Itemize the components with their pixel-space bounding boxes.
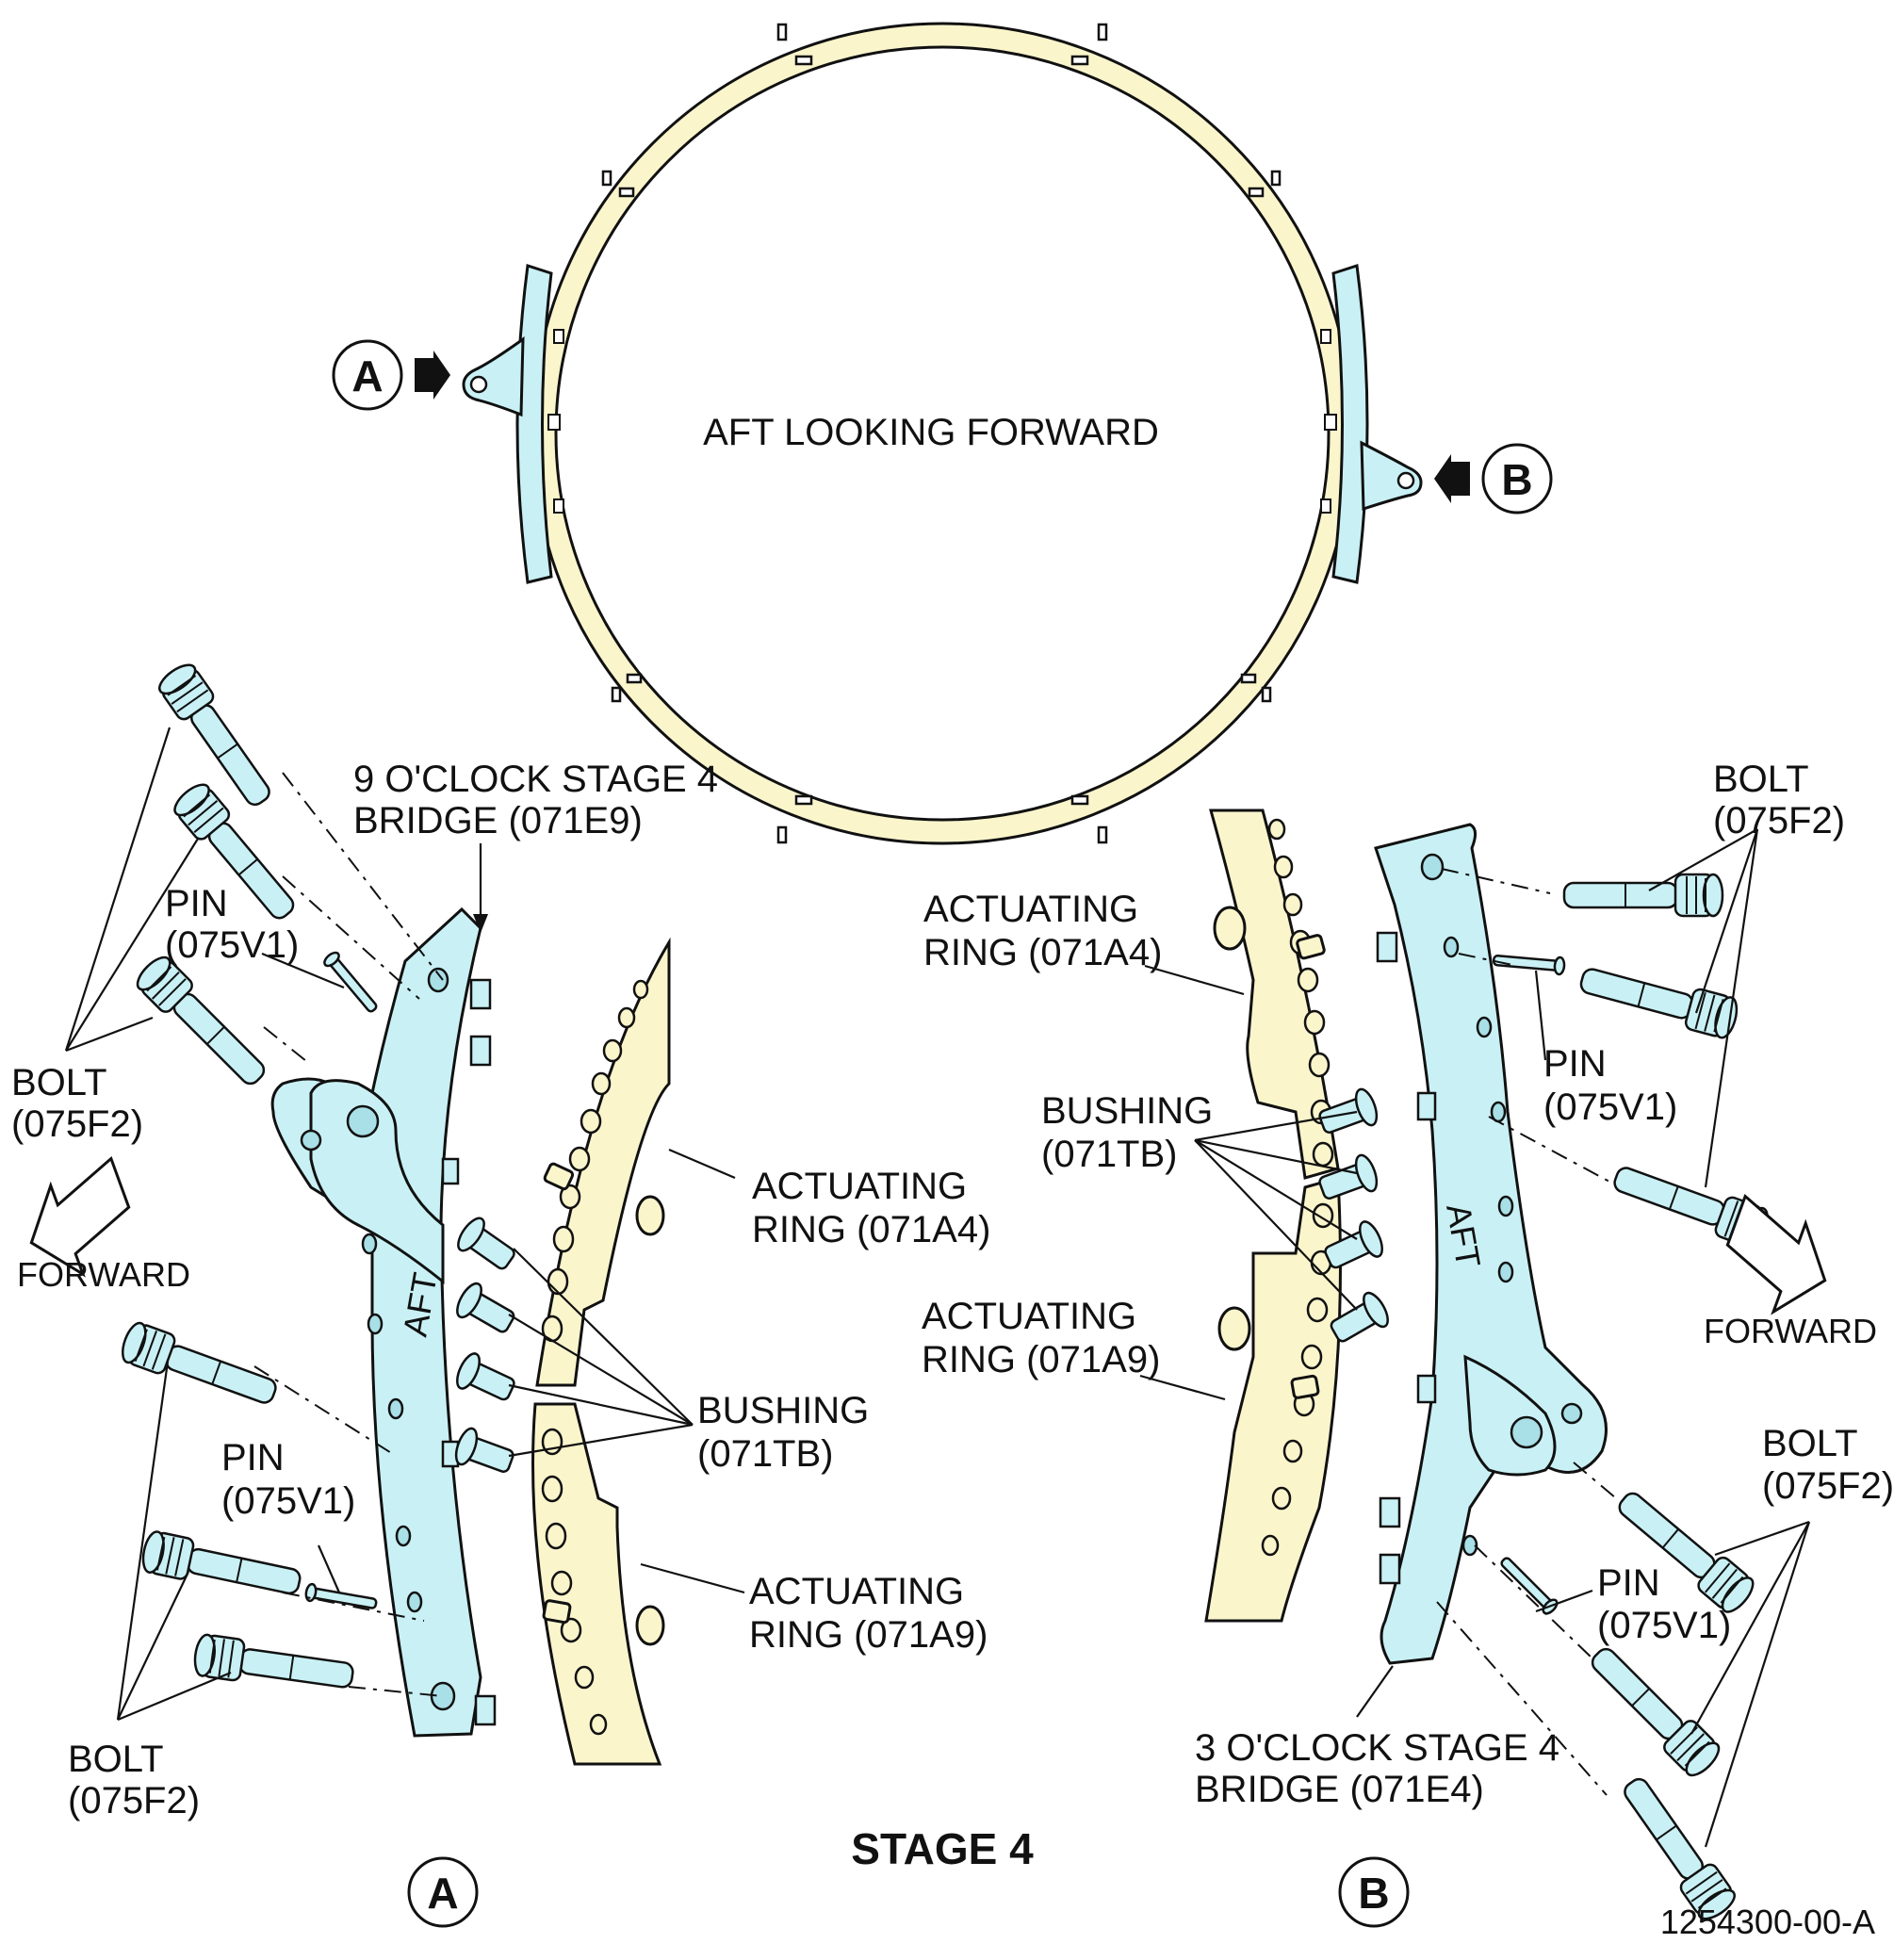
stage-title: STAGE 4 bbox=[851, 1824, 1034, 1873]
figure-id: 1254300-00-A bbox=[1660, 1903, 1875, 1941]
detail-b-bridge-holes bbox=[1420, 853, 1514, 1557]
detail-b-callout-label: B bbox=[1358, 1869, 1389, 1918]
detail-a-bridge-label-2: BRIDGE (071E9) bbox=[353, 800, 643, 841]
detail-b-bolt-bottom-label: BOLT bbox=[1762, 1423, 1858, 1464]
detail-b-callout-circle bbox=[1338, 1856, 1410, 1928]
bridge-b-top bbox=[1331, 264, 1369, 584]
arrow-b bbox=[1434, 454, 1470, 503]
detail-a-ring-a4-label-2: RING (071A4) bbox=[752, 1209, 990, 1250]
detail-a-callout-label: A bbox=[427, 1869, 458, 1918]
detail-b-ring-a9-label-2: RING (071A9) bbox=[922, 1339, 1160, 1380]
detail-a-ring-a9-label-2: RING (071A9) bbox=[749, 1614, 988, 1656]
detail-a-bolt-left-label-2: (075F2) bbox=[11, 1103, 143, 1145]
bridge-b-lug bbox=[1360, 440, 1423, 512]
actuating-ring-inner bbox=[554, 45, 1331, 822]
detail-b-bridge-label: 3 O'CLOCK STAGE 4 bbox=[1195, 1727, 1559, 1769]
detail-b-studs bbox=[1290, 934, 1326, 1399]
ring-tabs bbox=[601, 23, 1282, 844]
detail-b-pin-top-label-2: (075V1) bbox=[1543, 1086, 1677, 1128]
detail-a-ring-a9-label: ACTUATING bbox=[749, 1571, 964, 1612]
detail-a-pin-top-label: PIN bbox=[165, 883, 228, 924]
detail-b-bolt-bottom-label-2: (075F2) bbox=[1762, 1465, 1894, 1507]
detail-b-bolt-top-label-2: (075F2) bbox=[1713, 800, 1845, 841]
detail-b-pin-top-label: PIN bbox=[1543, 1043, 1607, 1085]
detail-a-pin-bottom-label: PIN bbox=[221, 1437, 285, 1478]
detail-a-bridge-label: 9 O'CLOCK STAGE 4 bbox=[353, 759, 718, 800]
view-caption: AFT LOOKING FORWARD bbox=[703, 412, 1159, 453]
detail-b-bolt-top-label: BOLT bbox=[1713, 759, 1809, 800]
detail-a-forward-arrow bbox=[29, 1155, 131, 1278]
detail-a-pin-top-label-2: (075V1) bbox=[165, 924, 299, 966]
detail-b-forward-label: FORWARD bbox=[1704, 1312, 1877, 1350]
detail-b-pin-bottom-label: PIN bbox=[1597, 1562, 1660, 1604]
detail-b-forward-arrow bbox=[1725, 1193, 1827, 1315]
detail-a-bolt-bottom-label-2: (075F2) bbox=[68, 1780, 200, 1821]
top-ring-view: A B AFT LOOKING FORWARD bbox=[332, 22, 1553, 845]
callout-a-circle bbox=[332, 339, 403, 411]
detail-a-bushing-label-2: (071TB) bbox=[697, 1433, 834, 1475]
detail-a-bushing-label: BUSHING bbox=[697, 1390, 869, 1431]
arrow-a bbox=[415, 351, 450, 400]
detail-a-pin-bottom-label-2: (075V1) bbox=[221, 1480, 355, 1522]
detail-b-ring-a4-label-2: RING (071A4) bbox=[923, 932, 1162, 973]
detail-b-pin-bottom-label-2: (075V1) bbox=[1597, 1605, 1731, 1646]
detail-b-ring-a4-label: ACTUATING bbox=[923, 889, 1138, 930]
callout-b-circle bbox=[1481, 443, 1553, 514]
detail-a: AFT bbox=[11, 658, 990, 1928]
callout-b-label: B bbox=[1501, 455, 1532, 504]
callout-a-label: A bbox=[351, 351, 383, 400]
detail-a-ring-a4-label: ACTUATING bbox=[752, 1166, 967, 1207]
detail-b-ring-a9-label: ACTUATING bbox=[922, 1296, 1136, 1337]
detail-b-bushing-label: BUSHING bbox=[1041, 1090, 1213, 1132]
detail-a-callout-circle bbox=[407, 1856, 479, 1928]
detail-a-bolt-bottom-label: BOLT bbox=[68, 1739, 164, 1780]
detail-a-forward-label: FORWARD bbox=[17, 1255, 190, 1294]
detail-a-ring-a9 bbox=[531, 1402, 662, 1766]
detail-b: AFT bbox=[922, 759, 1894, 1928]
detail-a-bolt-left-label: BOLT bbox=[11, 1062, 107, 1103]
detail-a-ring-a4 bbox=[535, 937, 671, 1387]
detail-a-bridge-holes bbox=[361, 967, 456, 1711]
detail-b-bushing-label-2: (071TB) bbox=[1041, 1134, 1178, 1175]
detail-a-studs bbox=[542, 1162, 575, 1625]
bridge-a-lug bbox=[462, 336, 525, 417]
detail-b-bridge-label-2: BRIDGE (071E4) bbox=[1195, 1769, 1484, 1810]
detail-a-ring-holes bbox=[541, 979, 649, 1736]
detail-b-bridge bbox=[1374, 823, 1608, 1665]
